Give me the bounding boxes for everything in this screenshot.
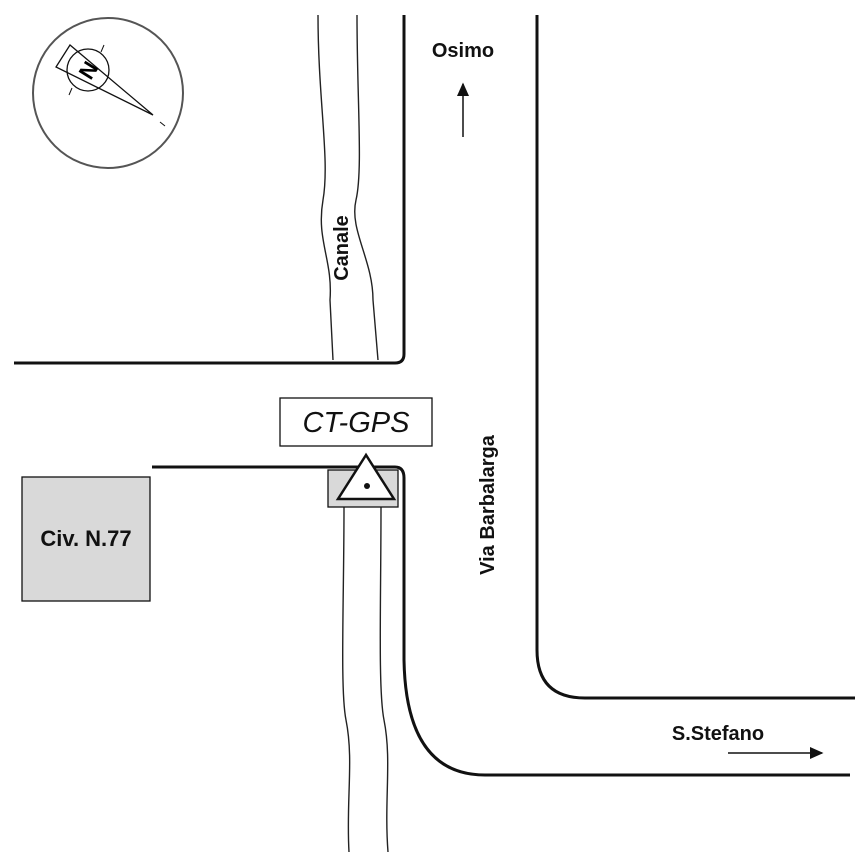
building-label: Civ. N.77 xyxy=(40,526,131,551)
gps-triangle-marker-icon xyxy=(335,452,397,501)
road-north-west-edge xyxy=(14,15,406,365)
canal-south-bank-right xyxy=(379,506,389,853)
osimo-label: Osimo xyxy=(432,40,494,62)
gps-label-box xyxy=(279,397,433,447)
gps-label: CT-GPS xyxy=(303,407,411,439)
compass-icon: N xyxy=(32,17,184,169)
canal-north-bank-left xyxy=(317,14,334,361)
canal-north-bank-right xyxy=(354,14,379,361)
compass-north-letter: N xyxy=(74,57,104,84)
building-civ-77 xyxy=(21,476,151,602)
canal-label: Canale xyxy=(331,215,353,281)
s-stefano-label: S.Stefano xyxy=(672,723,764,745)
via-barbalarga-east-edge xyxy=(535,15,855,700)
canal-south-bank-left xyxy=(342,506,351,853)
road-south-west-edge xyxy=(152,465,850,777)
street-label: Via Barbalarga xyxy=(477,434,499,575)
